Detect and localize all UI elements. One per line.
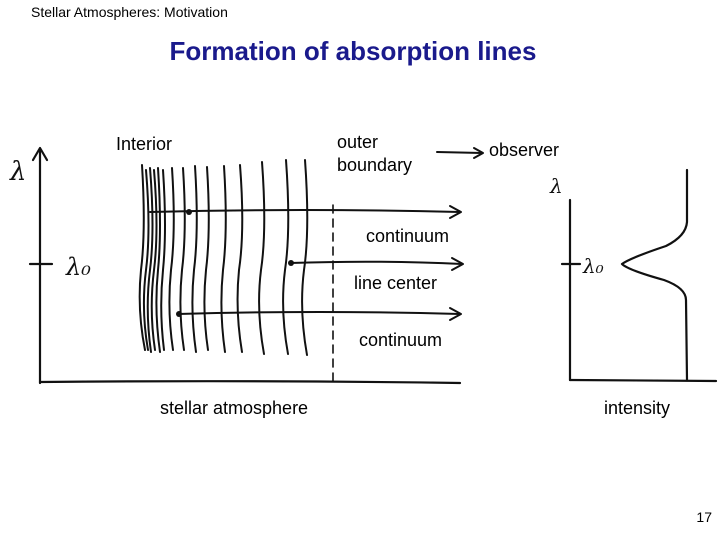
spectrum-curve <box>620 168 689 382</box>
line-center-ray <box>289 257 464 271</box>
outer-boundary-label: outer boundary <box>337 131 412 177</box>
slide-header: Stellar Atmospheres: Motivation <box>31 4 228 20</box>
interior-label: Interior <box>116 134 173 154</box>
lambda-symbol-left: λ <box>9 157 26 187</box>
continuum-label-bottom: continuum <box>359 330 443 350</box>
continuum-ray-bottom <box>177 307 462 321</box>
atmosphere-layers <box>138 159 309 356</box>
observer-arrow <box>436 147 484 159</box>
ray-dot-center <box>288 260 294 266</box>
lambda-zero-symbol-right: λ₀ <box>582 254 604 278</box>
stellar-atmosphere-label: stellar atmosphere <box>160 398 309 418</box>
page-number: 17 <box>696 509 712 525</box>
observer-label: observer <box>489 140 560 160</box>
outer-boundary-label-line2: boundary <box>337 155 413 175</box>
ray-dot-top <box>186 209 192 215</box>
right-x-axis <box>568 378 718 383</box>
intensity-label: intensity <box>604 398 671 418</box>
left-lambda-axis <box>31 146 49 385</box>
left-x-axis <box>38 380 462 385</box>
continuum-label-top: continuum <box>366 226 450 246</box>
outer-boundary-label-line1: outer <box>337 132 379 152</box>
ray-dot-bottom <box>176 311 182 317</box>
lambda-zero-symbol-left: λ₀ <box>65 253 91 281</box>
line-center-label: line center <box>354 273 438 293</box>
slide-title: Formation of absorption lines <box>169 36 537 66</box>
lambda-symbol-right: λ <box>549 174 563 198</box>
